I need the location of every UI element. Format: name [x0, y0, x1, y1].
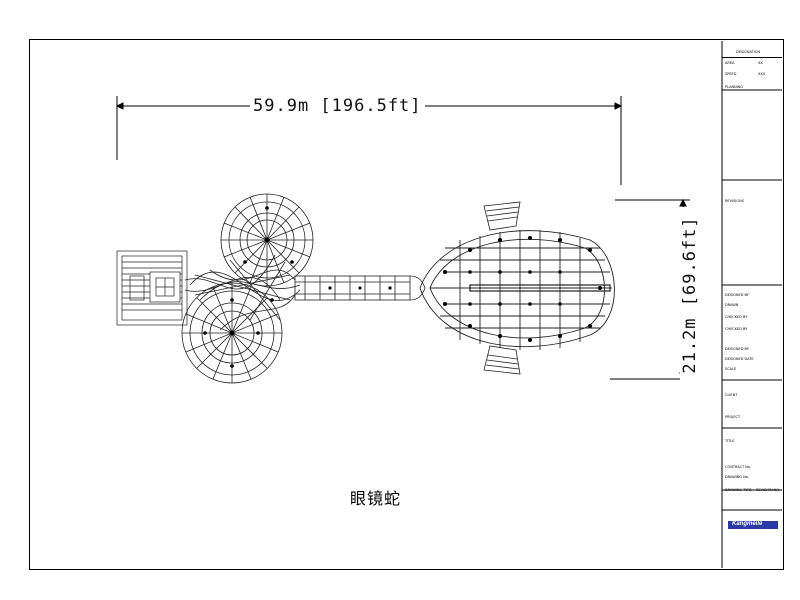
- tb-client: CLIENT: [725, 393, 738, 397]
- tb-area-value: XX: [758, 61, 763, 65]
- tb-title: TITLE: [725, 439, 735, 443]
- tb-project: PROJECT: [725, 415, 741, 419]
- tb-designed-date: DESIGNED DATE: [725, 357, 754, 361]
- tb-header: DESIGNATION: [736, 50, 761, 54]
- tb-revision-no: REVISION NO.: [756, 488, 781, 492]
- horizontal-dimension-label: 59.9m [196.5ft]: [250, 96, 425, 116]
- tb-drawn: DRAWN: [725, 303, 739, 307]
- tb-designed-by: DESIGNED BY: [725, 293, 749, 297]
- tb-speed: SPEED: [725, 72, 737, 76]
- tb-checked-by-2: CHECKED BY: [725, 327, 748, 331]
- tb-area: AREA: [725, 61, 735, 65]
- vertical-dimension-label: 21.2m [69.6ft]: [680, 207, 700, 383]
- title-block-frame: [721, 41, 782, 568]
- tb-scale: SCALE: [725, 367, 737, 371]
- tb-designed-by-2: DESIGNED BY: [725, 347, 749, 351]
- brake-ramps: [483, 201, 521, 375]
- drawing-caption: 眼镜蛇: [350, 489, 402, 508]
- main-oval: [419, 230, 615, 350]
- tb-checked-by-1: CHECKED BY: [725, 315, 748, 319]
- tb-planning: PLANNING: [725, 85, 744, 89]
- sheet-frame: [29, 39, 784, 570]
- tb-drawing-type: DRAWING TYPE: [725, 488, 752, 492]
- tb-speed-value: XXX: [758, 72, 766, 76]
- title-block: DESIGNATION AREA XX SPEED XXX PLANNING R…: [722, 41, 782, 568]
- station-building: [116, 250, 188, 326]
- brand-logo: Kangmeile: [732, 521, 763, 527]
- column-markers: [203, 206, 602, 368]
- brand-logo-bar: [728, 521, 778, 529]
- tb-drawing-no: DRAWING No.: [725, 475, 749, 479]
- track-corridor: [294, 275, 426, 301]
- crossover-track: [184, 254, 301, 331]
- tb-contract: CONTRACT No.: [725, 465, 752, 469]
- tb-revisions: REVISIONS: [725, 199, 744, 203]
